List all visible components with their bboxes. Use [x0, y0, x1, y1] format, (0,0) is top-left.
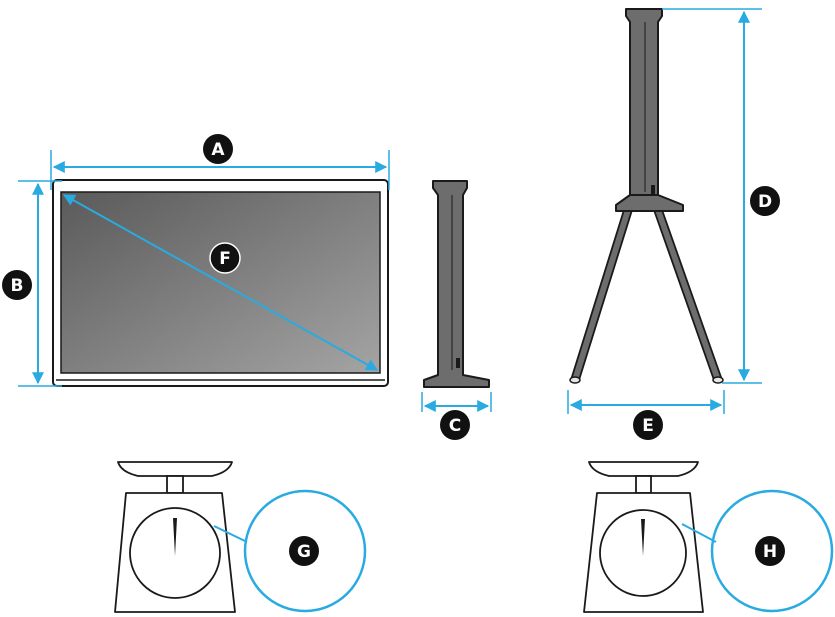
badge-g-label: G — [297, 542, 311, 562]
badge-h-label: H — [763, 542, 777, 562]
stand-side-icon — [423, 180, 490, 388]
dimension-line-b — [18, 180, 62, 387]
badge-h: H — [755, 536, 785, 566]
badge-b-label: B — [11, 276, 24, 296]
badge-g: G — [289, 536, 319, 566]
dimension-line-e — [567, 390, 725, 414]
badge-c: C — [440, 410, 470, 440]
scale-icon — [114, 461, 236, 613]
badge-a: A — [203, 134, 233, 164]
callout-g — [213, 489, 367, 613]
badge-c-label: C — [449, 416, 461, 436]
badge-f: F — [209, 242, 241, 274]
dimension-line-d — [662, 8, 762, 384]
callout-h — [681, 489, 834, 613]
easel-stand-icon — [569, 8, 724, 384]
badge-f-label: F — [219, 249, 231, 269]
scale-icon — [583, 461, 704, 613]
badge-a-label: A — [211, 140, 225, 160]
badge-b: B — [2, 270, 32, 300]
dimension-line-f — [62, 194, 379, 371]
dimension-line-a — [50, 150, 390, 190]
badge-e: E — [633, 410, 663, 440]
badge-d: D — [750, 186, 780, 216]
badge-e-label: E — [642, 416, 654, 436]
dimension-line-c — [421, 392, 492, 412]
badge-d-label: D — [758, 192, 772, 212]
